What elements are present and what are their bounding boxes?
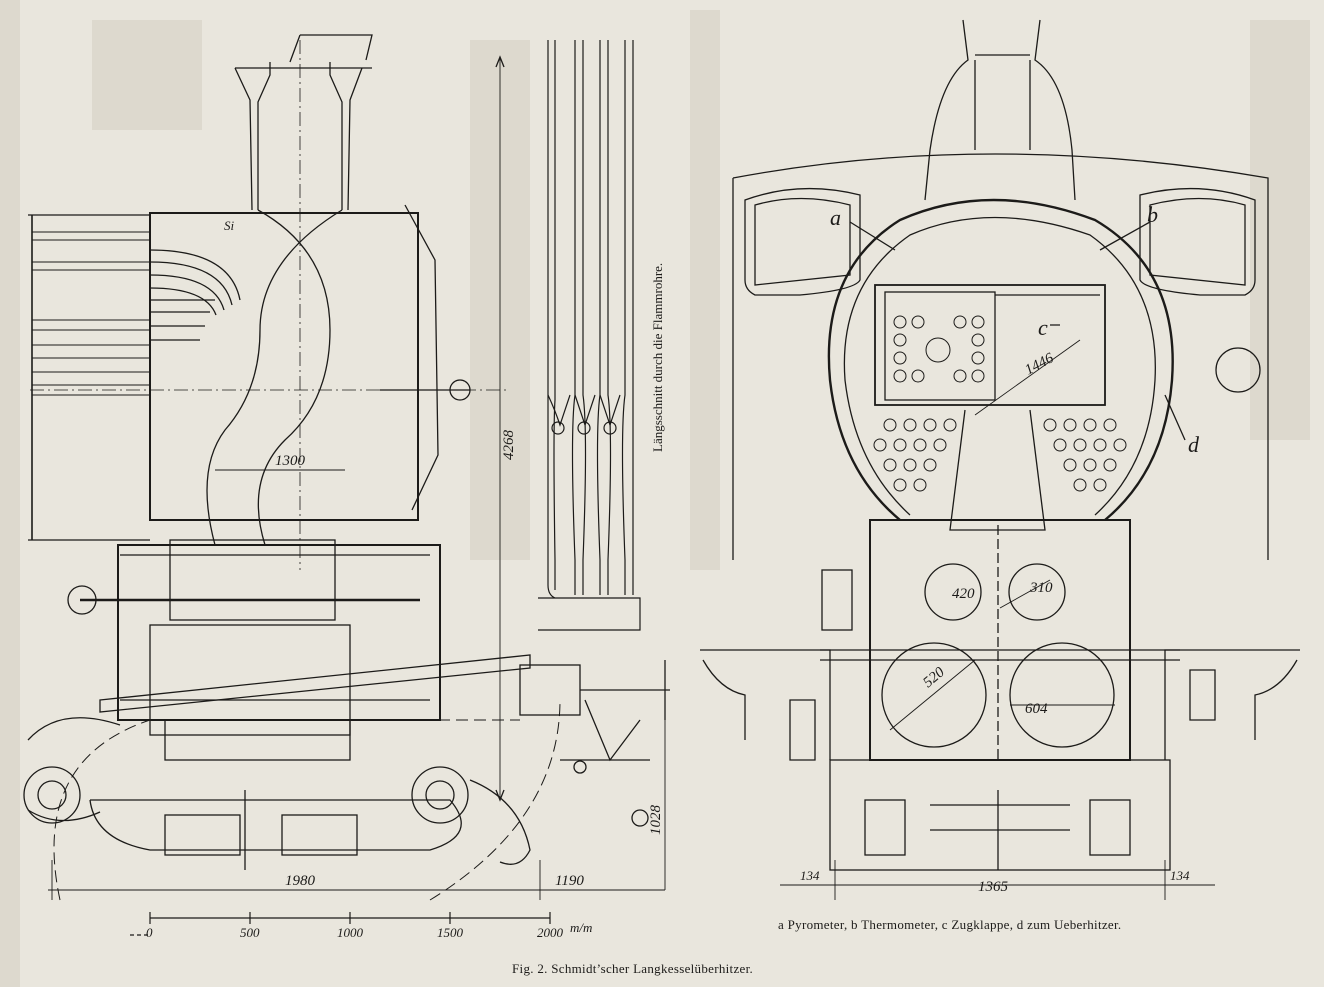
part-label-d: d xyxy=(1188,432,1200,457)
symbol-si: Si xyxy=(224,218,235,233)
scale-tick-0: 0 xyxy=(146,925,153,940)
figure-caption: Fig. 2. Schmidt’scher Langkesselüberhitz… xyxy=(512,961,754,976)
dimension-large-cylinder-left: 520 xyxy=(920,664,948,691)
scale-tick-1000: 1000 xyxy=(337,925,364,940)
dimension-trailing-height: 1028 xyxy=(648,805,664,836)
figure-legend: a Pyrometer, b Thermometer, c Zugklappe,… xyxy=(778,917,1122,932)
cross-section-drawing xyxy=(700,19,1300,900)
scale-tick-2000: 2000 xyxy=(537,925,564,940)
longitudinal-section-drawing xyxy=(23,34,670,901)
dimension-overhang-right: 134 xyxy=(1170,868,1190,883)
part-label-a: a xyxy=(830,205,841,230)
dimension-base-width: 1365 xyxy=(978,879,1009,895)
scale-unit: m/m xyxy=(570,920,592,935)
flue-tube-section xyxy=(538,40,641,631)
dimension-large-cylinder-right: 604 xyxy=(1025,701,1048,717)
dimension-overhang-left: 134 xyxy=(800,868,820,883)
flue-section-label: Längsschnitt durch die Flammrohre. xyxy=(650,263,665,452)
part-label-c: c xyxy=(1038,315,1048,340)
scale-tick-500: 500 xyxy=(240,925,260,940)
dimension-wheelbase: 1980 xyxy=(285,873,316,889)
dimension-small-cylinder-right: 310 xyxy=(1029,580,1053,596)
scale-bar xyxy=(130,912,551,936)
scale-tick-1500: 1500 xyxy=(437,925,464,940)
dimension-superheater-diagonal: 1446 xyxy=(1022,350,1056,378)
dimension-trailing-length: 1190 xyxy=(555,873,584,889)
dimension-height: 4268 xyxy=(501,430,517,461)
dimension-exhaust-width: 1300 xyxy=(275,453,306,469)
dimension-small-cylinder-left: 420 xyxy=(952,586,975,602)
part-label-b: b xyxy=(1147,202,1158,227)
